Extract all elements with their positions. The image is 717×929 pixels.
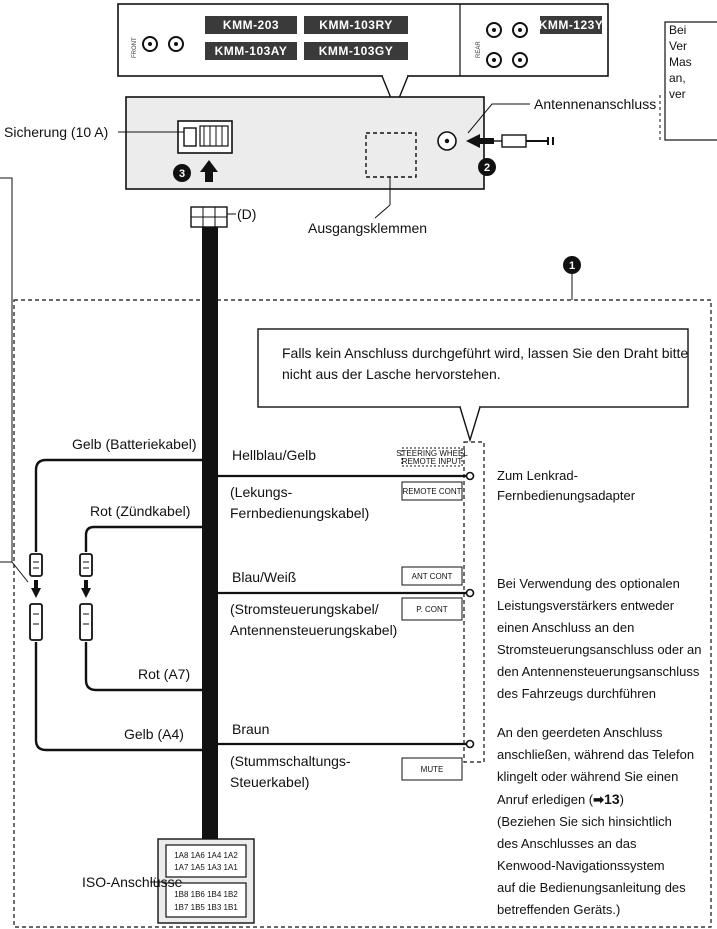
note-line: Kenwood-Navigationssystem	[497, 858, 665, 873]
callout-box: Falls kein Anschluss durchgeführt wird, …	[257, 328, 689, 443]
arrow-right-icon: ➡	[593, 792, 605, 807]
note-line: Stromsteuerungsanschluss oder an	[497, 642, 702, 657]
callout-line: Falls kein Anschluss durchgeführt wird, …	[282, 345, 688, 361]
note-line: betreffenden Geräts.)	[497, 902, 621, 917]
model-label: KMM-103AY	[215, 44, 288, 58]
iso-pins-row3: 1B8 1B6 1B4 1B2	[174, 890, 238, 899]
wire-label-yellow-a4: Gelb (A4)	[124, 726, 184, 742]
note-line: (Beziehen Sie sich hinsichtlich	[497, 814, 672, 829]
top-note-line: an,	[669, 71, 686, 85]
rca-jack-icon	[142, 36, 184, 52]
output-terminals-label: Ausgangsklemmen	[308, 220, 427, 236]
connector-d-icon	[190, 206, 228, 228]
model-panel: FRONT REAR KMM-203 KMM-103RY KMM-103AY K…	[117, 3, 609, 77]
arrow-up-icon	[200, 160, 218, 182]
wire-desc-mute: Steuerkabel)	[230, 774, 309, 790]
steering-wheel-connector: STEERING WHEEL REMOTE INPUT	[396, 447, 468, 467]
wire-desc-power: (Stromsteuerungskabel/	[230, 601, 379, 617]
wire-desc-power: Antennensteuerungskabel)	[230, 622, 397, 638]
wire-label-brown: Braun	[232, 721, 269, 737]
main-harness-cable	[202, 227, 218, 839]
iso-pins-row4: 1B7 1B5 1B3 1B1	[174, 903, 238, 912]
note-line-ref: Anruf erledigen (➡13)	[497, 788, 694, 811]
model-label: KMM-103GY	[319, 44, 394, 58]
note-line: Bei Verwendung des optionalen	[497, 576, 680, 591]
badge-2: 2	[484, 162, 490, 174]
connector-d-label: (D)	[237, 206, 256, 222]
wire-label-blue-white: Blau/Weiß	[232, 569, 296, 585]
wire-label-yellow-battery: Gelb (Batteriekabel)	[72, 436, 197, 452]
model-label: KMM-103RY	[319, 18, 392, 32]
wire-desc-mute: (Stummschaltungs-	[230, 753, 351, 769]
note-line: Zum Lenkrad-	[497, 468, 578, 483]
fuse-connector-slot	[177, 120, 233, 154]
output-terminal-box	[365, 132, 417, 178]
note-line: des Fahrzeugs durchführen	[497, 686, 656, 701]
connector-remote-cont: REMOTE CONT	[402, 487, 461, 496]
connector-mute: MUTE	[421, 765, 444, 774]
badge-1: 1	[569, 260, 575, 272]
callout-line: nicht aus der Lasche hervorstehen.	[282, 366, 501, 382]
antenna-label: Antennenanschluss	[534, 96, 656, 112]
page-ref-number: 13	[604, 791, 620, 807]
note-line: Anruf erledigen (	[497, 792, 594, 807]
amplifier-note: Bei Verwendung des optionalen Leistungsv…	[497, 573, 702, 705]
note-line: anschließen, während das Telefon	[497, 747, 695, 762]
note-line: klingelt oder während Sie einen	[497, 769, 679, 784]
wire-label-red-a7: Rot (A7)	[138, 666, 190, 682]
badge-3-icon: 3	[173, 164, 191, 182]
wire-desc-steering: Fernbedienungskabel)	[230, 505, 369, 521]
badge-2-icon: 2	[478, 158, 496, 176]
model-label: KMM-123Y	[539, 18, 604, 32]
note-line: des Anschlusses an das	[497, 836, 637, 851]
note-line: An den geerdeten Anschluss	[497, 725, 663, 740]
connector-p-cont: P. CONT	[416, 605, 448, 614]
bullet-connector-icon	[29, 553, 43, 641]
rca-jack-icon	[486, 22, 528, 68]
wire-label-lightblue-yellow: Hellblau/Gelb	[232, 447, 316, 463]
note-line: den Antennensteuerungsanschluss	[497, 664, 700, 679]
badge-1-icon: 1	[563, 256, 581, 274]
mute-note: An den geerdeten Anschluss anschließen, …	[497, 722, 694, 921]
antenna-jack-icon	[437, 131, 457, 151]
top-right-note: Bei Ver Mas an, ver	[669, 22, 715, 102]
note-line: einen Anschluss an den	[497, 620, 635, 635]
top-note-line: Bei	[669, 23, 687, 37]
model-label: KMM-203	[223, 18, 279, 32]
top-note-line: Mas	[669, 55, 692, 69]
wire-desc-steering: (Lekungs-	[230, 484, 293, 500]
antenna-plug-icon	[466, 134, 554, 148]
bullet-connector-icon	[79, 553, 93, 641]
steering-adapter-note: Zum Lenkrad- Fernbedienungsadapter	[497, 466, 635, 506]
fuse-label: Sicherung (10 A)	[4, 124, 108, 140]
connector-ant-cont: ANT CONT	[412, 572, 453, 581]
iso-pins-row2: 1A7 1A5 1A3 1A1	[174, 863, 238, 872]
terminal-bracket	[463, 441, 485, 763]
note-line: Fernbedienungsadapter	[497, 488, 636, 503]
badge-3: 3	[179, 168, 185, 180]
rca-small-label-1: FRONT	[132, 37, 138, 58]
top-note-line: Ver	[669, 39, 688, 53]
connector-steering-line2: REMOTE INPUT	[402, 457, 463, 466]
rca-small-label-2: REAR	[476, 41, 482, 58]
page-ref-close: )	[619, 792, 624, 807]
iso-pins-row1: 1A8 1A6 1A4 1A2	[174, 851, 238, 860]
top-note-line: ver	[669, 87, 686, 101]
wire-label-red-ignition: Rot (Zündkabel)	[90, 503, 190, 519]
note-line: Leistungsverstärkers entweder	[497, 598, 675, 613]
note-line: auf die Bedienungsanleitung des	[497, 880, 686, 895]
iso-connectors-label: ISO-Anschlüsse	[82, 874, 183, 890]
iso-connector: 1A8 1A6 1A4 1A2 1A7 1A5 1A3 1A1 1B8 1B6 …	[157, 838, 255, 924]
harness-region-box	[13, 299, 712, 928]
connector-steering-line1: STEERING WHEEL	[396, 449, 468, 458]
